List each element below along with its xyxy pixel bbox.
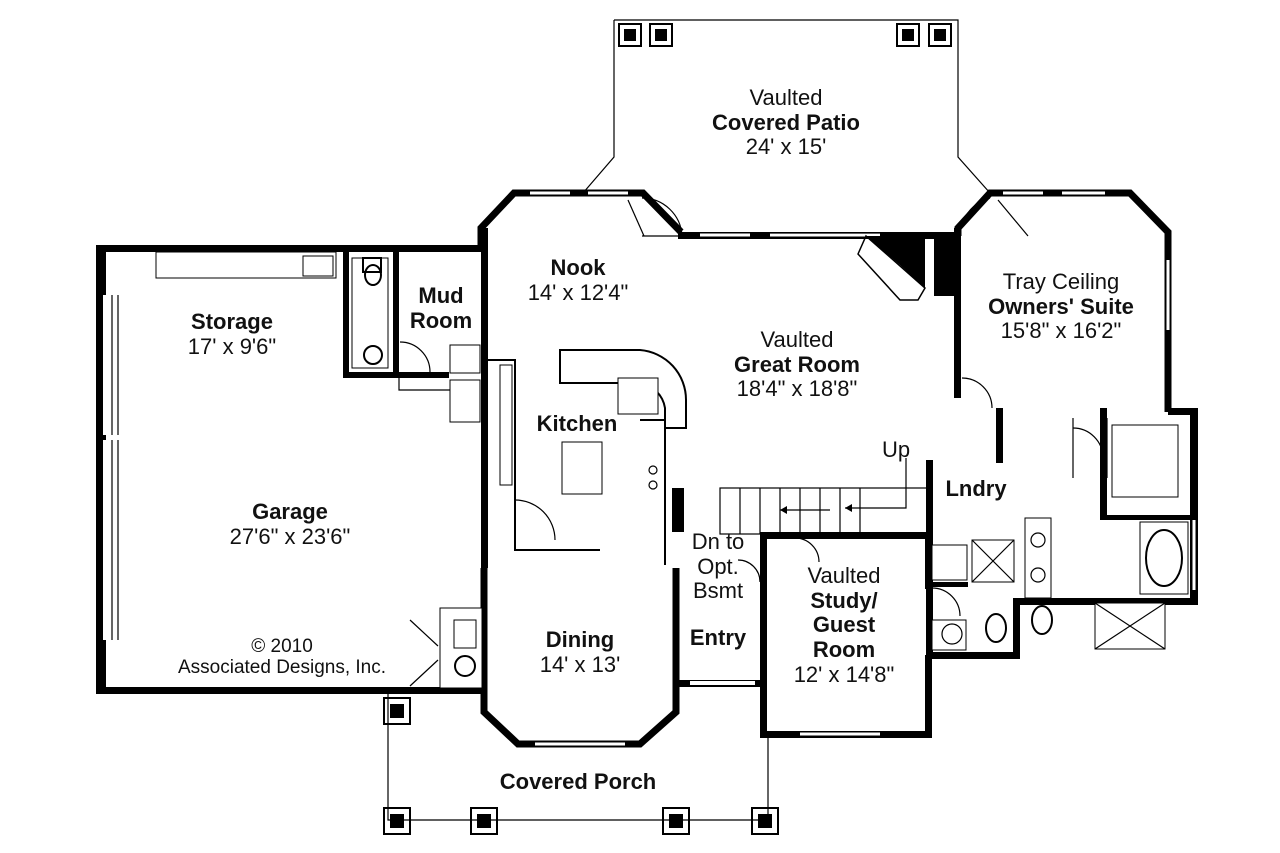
patio-post bbox=[896, 23, 920, 47]
room-dims: 24' x 15' bbox=[745, 134, 827, 160]
room-name: Owners' Suite bbox=[988, 293, 1134, 319]
room-label-covered-patio: Vaulted Covered Patio 24' x 15' bbox=[712, 85, 860, 160]
copyright-note: © 2010 Associated Designs, Inc. bbox=[177, 636, 387, 679]
room-name: Kitchen bbox=[536, 411, 618, 436]
porch-post bbox=[383, 697, 411, 725]
room-label-great-room: Vaulted Great Room 18'4" x 18'8" bbox=[734, 327, 860, 402]
room-prefix: Vaulted bbox=[760, 327, 834, 352]
door-swings bbox=[627, 197, 1108, 617]
room-name: Entry bbox=[689, 625, 747, 650]
room-label-nook: Nook 14' x 12'4" bbox=[527, 255, 629, 305]
room-label-covered-porch: Covered Porch bbox=[499, 769, 657, 795]
covered-porch-outline bbox=[383, 690, 779, 835]
patio-post bbox=[618, 23, 642, 47]
room-name: Nook bbox=[550, 255, 606, 280]
room-name: Mud Room bbox=[409, 283, 473, 333]
room-name: Dining bbox=[545, 627, 615, 652]
room-name: Garage bbox=[252, 499, 328, 524]
room-label-entry: Entry bbox=[689, 625, 747, 651]
room-dims: 27'6" x 23'6" bbox=[229, 523, 351, 549]
room-name: Covered Porch bbox=[499, 769, 657, 794]
room-dims: 14' x 12'4" bbox=[527, 279, 629, 305]
porch-post bbox=[751, 807, 779, 835]
room-prefix: Vaulted bbox=[749, 85, 823, 110]
room-dims: 14' x 13' bbox=[539, 651, 621, 677]
room-dims: 15'8" x 16'2" bbox=[1000, 318, 1122, 344]
room-label-kitchen: Kitchen bbox=[536, 411, 618, 437]
covered-patio-outline bbox=[582, 19, 991, 194]
room-label-garage: Garage 27'6" x 23'6" bbox=[229, 499, 351, 549]
room-name: Storage bbox=[191, 309, 273, 334]
porch-post bbox=[383, 807, 411, 835]
room-dims: 17' x 9'6" bbox=[187, 333, 277, 359]
room-label-study: Vaulted Study/ Guest Room 12' x 14'8" bbox=[789, 563, 899, 687]
exterior-walls bbox=[96, 189, 1198, 748]
room-label-owners-suite: Tray Ceiling Owners' Suite 15'8" x 16'2" bbox=[988, 269, 1134, 344]
room-name: Covered Patio bbox=[712, 109, 860, 135]
stair-treads bbox=[739, 488, 861, 534]
porch-post bbox=[662, 807, 690, 835]
patio-post bbox=[928, 23, 952, 47]
stair-up-note: Up bbox=[881, 437, 911, 462]
room-prefix: Tray Ceiling bbox=[1002, 269, 1120, 294]
room-prefix: Vaulted bbox=[807, 563, 881, 588]
room-label-mud-room: Mud Room bbox=[406, 283, 476, 333]
room-dims: 12' x 14'8" bbox=[793, 661, 895, 687]
room-label-laundry: Lndry bbox=[945, 476, 1007, 502]
room-label-storage: Storage 17' x 9'6" bbox=[187, 309, 277, 359]
room-name: Study/ Guest Room bbox=[810, 587, 878, 662]
room-name: Great Room bbox=[734, 351, 860, 377]
porch-post bbox=[470, 807, 498, 835]
patio-post bbox=[649, 23, 673, 47]
room-name: Lndry bbox=[945, 476, 1007, 501]
interior-walls bbox=[343, 246, 1190, 689]
room-label-dining: Dining 14' x 13' bbox=[539, 627, 621, 677]
basement-note: Dn to Opt. Bsmt bbox=[691, 529, 745, 604]
room-dims: 18'4" x 18'8" bbox=[736, 376, 858, 402]
